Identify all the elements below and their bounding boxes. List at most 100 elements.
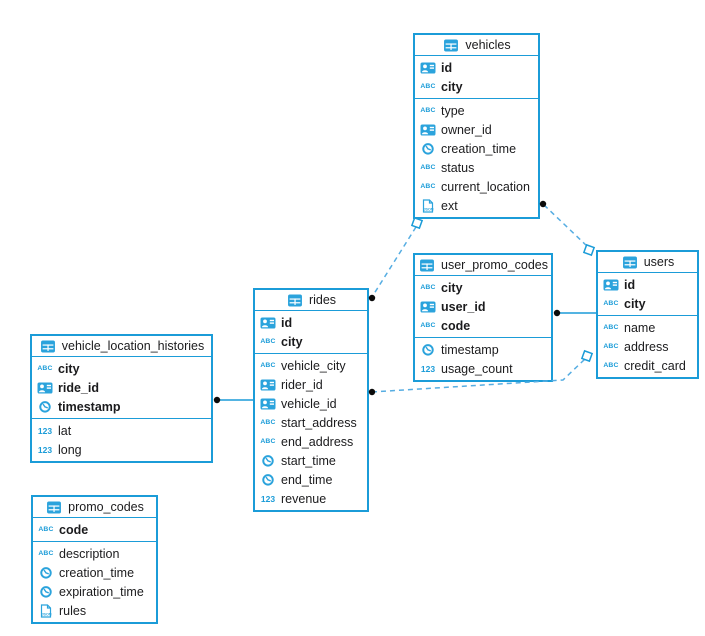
table-user_promo_codes[interactable]: user_promo_codes ABC city user_id ABC co…: [413, 253, 553, 382]
columns-section: ABC description creation_time expiration…: [33, 541, 156, 622]
text-type-icon: ABC: [603, 300, 619, 307]
text-type-icon: ABC: [260, 419, 276, 426]
field-row: 123 long: [32, 440, 211, 459]
field-row: ABC end_address: [255, 432, 367, 451]
field-name: end_address: [281, 434, 354, 449]
timestamp-type-icon: [259, 473, 277, 486]
field-name: status: [441, 160, 475, 175]
field-name: user_id: [441, 299, 486, 314]
field-name: city: [624, 296, 646, 311]
primary-key-section: id ABC city: [255, 311, 367, 353]
field-row: 123 usage_count: [415, 359, 551, 378]
number-type-icon: 123: [260, 493, 276, 504]
id-badge-icon: [36, 382, 54, 394]
columns-section: ABC type owner_id creation_time ABC stat…: [415, 98, 538, 217]
table-name: rides: [308, 293, 337, 307]
field-row: ABC address: [598, 337, 697, 356]
field-row: ABC type: [415, 101, 538, 120]
field-name: lat: [58, 423, 72, 438]
columns-section: timestamp 123 usage_count: [415, 337, 551, 380]
field-row: ABC city: [255, 332, 367, 351]
table-rides[interactable]: rides id ABC city ABC vehicle_city rider…: [253, 288, 369, 512]
table-icon: [45, 501, 63, 514]
text-type-icon: ABC: [603, 324, 619, 331]
text-type-icon: ABC: [420, 107, 436, 114]
table-users[interactable]: users id ABC city ABC name ABC address A…: [596, 250, 699, 379]
field-name: rules: [59, 603, 87, 618]
field-row: expiration_time: [33, 582, 156, 601]
table-icon: [39, 340, 57, 353]
id-badge-icon: [259, 379, 277, 391]
field-name: creation_time: [441, 141, 517, 156]
table-header[interactable]: vehicle_location_histories: [32, 336, 211, 357]
columns-section: ABC vehicle_city rider_id vehicle_id ABC…: [255, 353, 367, 510]
text-type-icon: ABC: [260, 338, 276, 345]
text-type-icon: ABC: [420, 322, 436, 329]
field-name: id: [281, 315, 293, 330]
table-name: vehicle_location_histories: [61, 339, 205, 353]
field-row: vehicle_id: [255, 394, 367, 413]
json-type-icon: JSON: [422, 198, 434, 213]
table-vehicles[interactable]: vehicles id ABC city ABC type owner_id c…: [413, 33, 540, 219]
svg-text:JSON: JSON: [42, 612, 52, 616]
field-row: ABC status: [415, 158, 538, 177]
field-row: end_time: [255, 470, 367, 489]
field-name: city: [441, 280, 463, 295]
field-row: rider_id: [255, 375, 367, 394]
table-header[interactable]: vehicles: [415, 35, 538, 56]
table-header[interactable]: rides: [255, 290, 367, 311]
field-row: id: [255, 313, 367, 332]
id-badge-icon: [419, 124, 437, 136]
field-name: owner_id: [441, 122, 492, 137]
text-type-icon: ABC: [420, 284, 436, 291]
table-header[interactable]: promo_codes: [33, 497, 156, 518]
timestamp-type-icon: [259, 454, 277, 467]
table-vehicle_location_histories[interactable]: vehicle_location_histories ABC city ride…: [30, 334, 213, 463]
field-name: start_time: [281, 453, 336, 468]
field-name: id: [441, 60, 453, 75]
field-row: ABC name: [598, 318, 697, 337]
primary-key-section: id ABC city: [598, 273, 697, 315]
field-name: timestamp: [58, 399, 121, 414]
field-row: user_id: [415, 297, 551, 316]
field-row: creation_time: [33, 563, 156, 582]
timestamp-type-icon: [37, 566, 55, 579]
field-name: id: [624, 277, 636, 292]
field-name: code: [59, 522, 89, 537]
svg-text:JSON: JSON: [424, 207, 434, 211]
id-badge-icon: [259, 317, 277, 329]
columns-section: ABC name ABC address ABC credit_card: [598, 315, 697, 377]
field-row: timestamp: [32, 397, 211, 416]
field-row: start_time: [255, 451, 367, 470]
field-name: vehicle_id: [281, 396, 337, 411]
field-row: ABC city: [415, 77, 538, 96]
table-header[interactable]: users: [598, 252, 697, 273]
field-row: timestamp: [415, 340, 551, 359]
field-name: ride_id: [58, 380, 99, 395]
relationship-vehicle_location_histories-rides: [213, 396, 253, 404]
text-type-icon: ABC: [603, 362, 619, 369]
id-badge-icon: [602, 279, 620, 291]
number-type-icon: 123: [37, 425, 53, 436]
text-type-icon: ABC: [420, 83, 436, 90]
field-name: city: [281, 334, 303, 349]
primary-key-section: id ABC city: [415, 56, 538, 98]
field-row: owner_id: [415, 120, 538, 139]
field-name: rider_id: [281, 377, 323, 392]
field-row: ABC code: [415, 316, 551, 335]
table-name: vehicles: [465, 38, 511, 52]
table-name: user_promo_codes: [441, 258, 549, 272]
timestamp-type-icon: [419, 343, 437, 356]
field-row: JSON ext: [415, 196, 538, 215]
field-name: start_address: [281, 415, 357, 430]
table-header[interactable]: user_promo_codes: [415, 255, 551, 276]
table-promo_codes[interactable]: promo_codes ABC code ABC description cre…: [31, 495, 158, 624]
primary-key-section: ABC city user_id ABC code: [415, 276, 551, 337]
field-row: ABC start_address: [255, 413, 367, 432]
field-name: revenue: [281, 491, 327, 506]
field-row: ABC vehicle_city: [255, 356, 367, 375]
table-icon: [442, 39, 460, 52]
field-name: creation_time: [59, 565, 135, 580]
field-name: expiration_time: [59, 584, 144, 599]
field-row: creation_time: [415, 139, 538, 158]
